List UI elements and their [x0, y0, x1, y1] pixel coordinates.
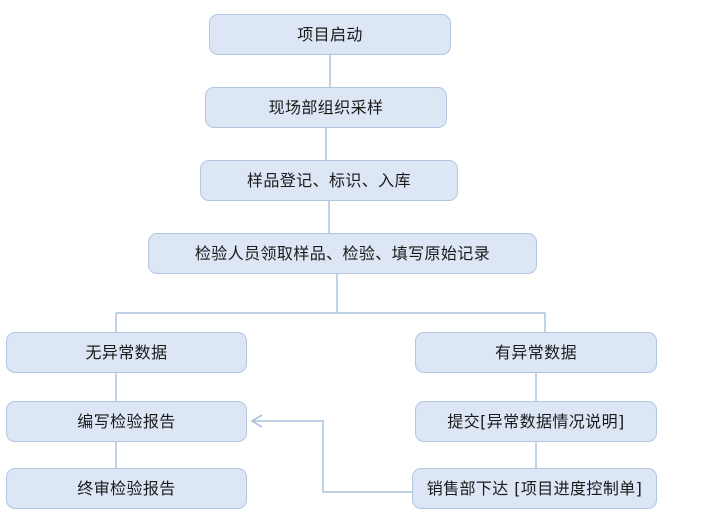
arrowhead-icon [250, 414, 263, 428]
node-label: 终审检验报告 [77, 478, 176, 498]
node-registration[interactable]: 样品登记、标识、入库 [200, 160, 458, 201]
node-sales-order[interactable]: 销售部下达 [项目进度控制单] [412, 468, 657, 509]
node-label: 检验人员领取样品、检验、填写原始记录 [194, 243, 491, 263]
node-inspection[interactable]: 检验人员领取样品、检验、填写原始记录 [148, 233, 537, 274]
node-start[interactable]: 项目启动 [209, 14, 451, 55]
node-sampling[interactable]: 现场部组织采样 [205, 87, 447, 128]
node-has-anomaly[interactable]: 有异常数据 [415, 332, 657, 373]
node-label: 无异常数据 [85, 342, 168, 362]
node-label: 样品登记、标识、入库 [246, 170, 411, 190]
node-label: 提交[异常数据情况说明] [447, 411, 625, 431]
node-label: 销售部下达 [项目进度控制单] [426, 478, 643, 498]
node-final-report[interactable]: 终审检验报告 [6, 468, 247, 509]
node-label: 项目启动 [297, 24, 363, 44]
node-no-anomaly[interactable]: 无异常数据 [6, 332, 247, 373]
edge-sales-order-to-write-report [253, 420, 412, 493]
node-write-report[interactable]: 编写检验报告 [6, 401, 247, 442]
node-label: 编写检验报告 [77, 411, 176, 431]
node-submit-anomaly-note[interactable]: 提交[异常数据情况说明] [415, 401, 657, 442]
node-label: 有异常数据 [494, 342, 577, 362]
node-label: 现场部组织采样 [268, 97, 384, 117]
